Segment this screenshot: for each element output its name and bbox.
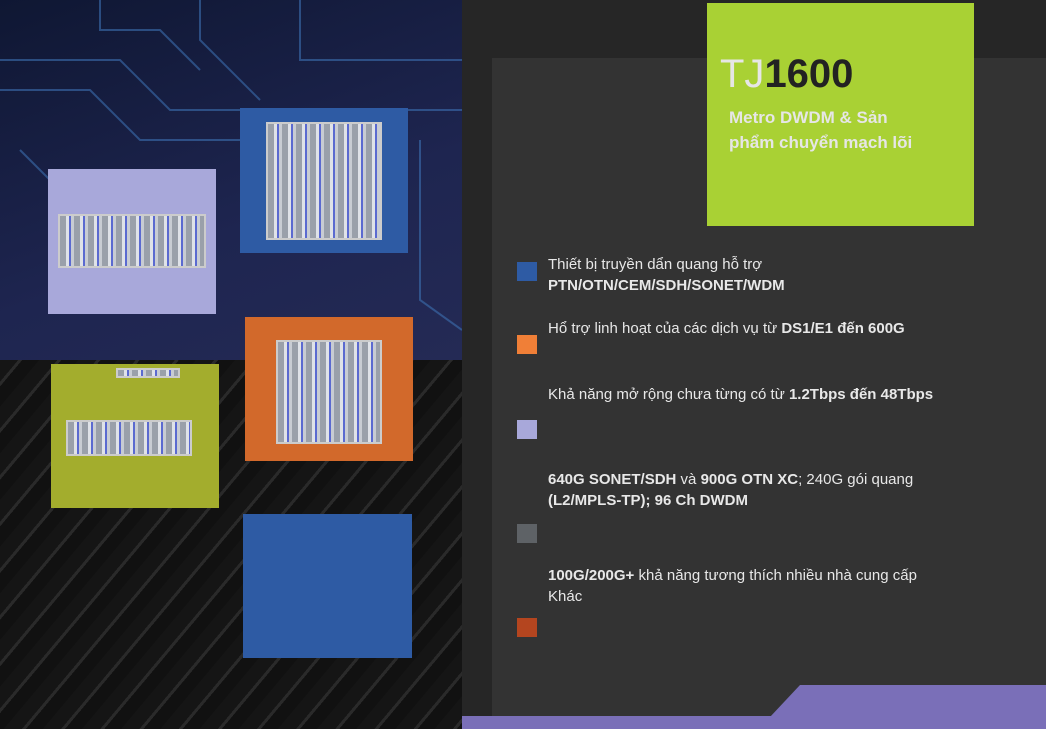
purple-accent [770,685,1046,717]
bullet-text-1: Thiết bị truyền dẩn quang hỗ trợ PTN/OTN… [548,256,785,294]
bullet-text-3: Khả năng mở rộng chưa từng có từ 1.2Tbps… [548,386,934,403]
product-subtitle: Metro DWDM & Sản phẩm chuyển mạch lõi [729,108,913,152]
bullet-text-4: 640G SONET/SDH và 900G OTN XC; 240G gói … [548,471,914,509]
bullet-square-gray [517,524,537,543]
title-box [707,3,974,226]
bullet-text-2: Hổ trợ linh hoạt của các dịch vụ từ DS1/… [548,320,905,337]
bullet-square-blue [517,262,537,281]
bullet-square-rust [517,618,537,637]
blue-tile-2 [243,514,412,658]
bullet-square-orange [517,335,537,354]
equipment-image-1 [58,214,206,268]
equipment-image-3 [276,340,382,444]
equipment-image-2 [266,122,382,240]
bullet-text-5: 100G/200G+ khả năng tương thích nhiều nh… [548,567,917,605]
equipment-image-4a [116,368,180,378]
equipment-image-4b [66,420,192,456]
bullet-square-lavender [517,420,537,439]
purple-strip [462,716,1046,729]
product-title: TJ1600 [720,52,854,96]
